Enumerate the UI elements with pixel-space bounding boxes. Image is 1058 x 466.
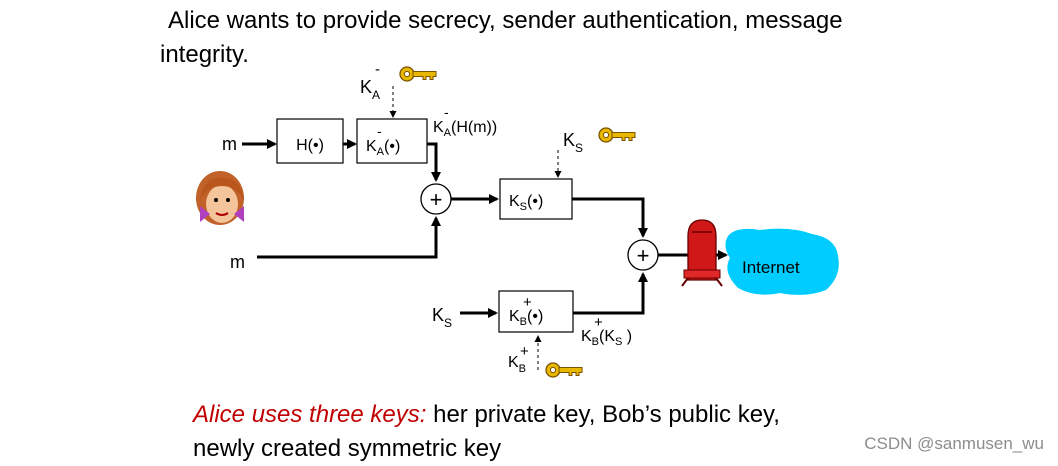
caption-rest: her private key, Bob’s public key, <box>426 401 780 428</box>
title-line-1: Alice wants to provide secrecy, sender a… <box>168 7 843 34</box>
caption: Alice uses three keys: her private key, … <box>193 398 833 466</box>
private-key-sign-box <box>356 118 428 164</box>
hash-box <box>276 118 344 164</box>
watermark: CSDN @sanmusen_wu <box>864 434 1044 453</box>
concat-plus-2-label: + <box>637 243 650 268</box>
signed-digest-sup: - <box>444 104 449 120</box>
slide-title: Alice wants to provide secrecy, sender a… <box>160 4 920 72</box>
internet-label: Internet <box>742 258 800 277</box>
mailbox-icon <box>681 219 723 287</box>
bob-public-key-label: KB <box>508 354 526 375</box>
bob-public-key-icon <box>545 362 583 378</box>
signed-digest-label: KA(H(m)) <box>433 119 497 139</box>
public-key-encrypt-sup: + <box>523 294 532 311</box>
private-key-sign-label: KA(•) <box>366 138 400 158</box>
private-key-sign-sup: - <box>377 123 382 139</box>
alice-avatar-icon <box>196 171 244 225</box>
ks-input-label: KS <box>432 305 452 330</box>
input-m-bottom: m <box>230 252 245 272</box>
symmetric-encrypt-label: KS(•) <box>509 193 543 213</box>
symmetric-encrypt-box <box>499 178 573 220</box>
bob-public-key-sup: + <box>520 343 529 360</box>
concat-plus-1-label: + <box>430 187 443 212</box>
public-key-encrypt-box <box>498 290 574 333</box>
alice-private-key-label: KA <box>360 77 380 102</box>
arrow-kb-to-plus2 <box>573 272 648 315</box>
internet-cloud-icon <box>725 228 839 295</box>
arrow-sign-to-plus1 <box>427 142 441 182</box>
alice-private-key-sup: - <box>375 61 380 78</box>
arrow-ks-to-plus2 <box>572 197 648 238</box>
input-m-top: m <box>222 134 237 154</box>
symmetric-key-label: KS <box>563 130 583 155</box>
hash-box-label: H(•) <box>296 137 324 154</box>
caption-line-2: newly created symmetric key <box>193 435 502 462</box>
encrypted-session-key-sup: + <box>594 314 603 331</box>
caption-highlight: Alice uses three keys: <box>193 401 427 428</box>
title-line-2: integrity. <box>160 41 249 68</box>
public-key-encrypt-label: KB(•) <box>509 308 543 328</box>
arrow-m-to-plus1 <box>257 216 441 259</box>
alice-private-key-icon <box>399 66 437 82</box>
symmetric-key-icon <box>598 127 636 143</box>
encrypted-session-key-label: KB(KS ) <box>581 328 632 348</box>
